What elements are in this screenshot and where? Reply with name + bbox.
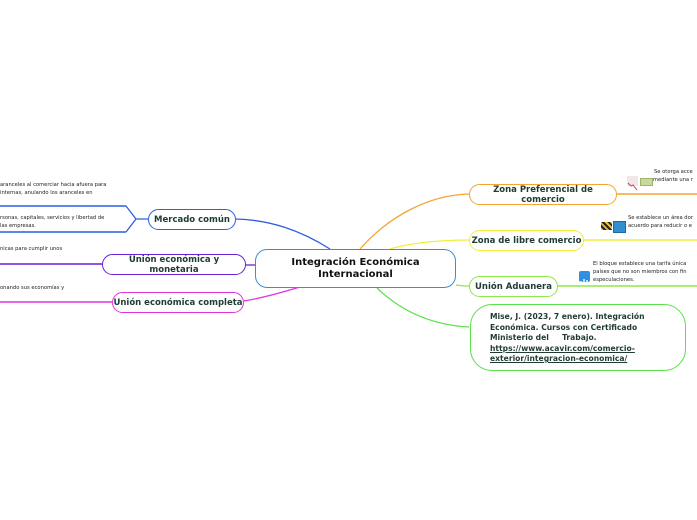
reference-note[interactable]: Mise, J. (2023, 7 enero). Integración Ec… (470, 304, 686, 371)
link-zona-preferencial (359, 193, 470, 250)
detail-zona-preferencial: Se otorga acce mediante una r (653, 169, 693, 183)
link-zona-libre (389, 239, 470, 250)
topic-label: Unión económica y monetaria (128, 254, 220, 275)
detail-union-completa: onando sus economías y (0, 285, 65, 291)
detail-mercado-comun-2: rsonas, capitales, servicios y libertad … (0, 215, 105, 229)
central-topic[interactable]: Integración Económica Internacional (255, 249, 456, 288)
topic-zona-preferencial[interactable]: Zona Preferencial de comercio (469, 184, 617, 205)
chart-icon (579, 271, 590, 284)
central-title-line2: Internacional (318, 268, 393, 280)
link-reference (376, 287, 470, 328)
topic-zona-libre[interactable]: Zona de libre comercio (469, 230, 584, 251)
reference-line2: Económica. Cursos con Certificado (490, 322, 638, 332)
topic-union-completa[interactable]: Unión económica completa (112, 292, 244, 313)
link-union-completa (243, 286, 301, 302)
topic-label: Mercado común (154, 214, 230, 225)
detail-zona-libre: Se establece un área dor acuerdo para re… (628, 215, 693, 229)
barrier-icon (601, 222, 612, 230)
topic-union-monetaria[interactable]: Unión económica y monetaria (102, 254, 246, 275)
topic-mercado-comun[interactable]: Mercado común (148, 209, 236, 230)
link-mercado-comun-branch (125, 205, 148, 233)
topic-union-aduanera[interactable]: Unión Aduanera (469, 276, 558, 297)
detail-union-aduanera: El bloque establece una tarifa única paí… (593, 261, 687, 283)
reference-line3: Ministerio del Trabajo. (490, 333, 597, 342)
reference-line1: Mise, J. (2023, 7 enero). Integración (490, 312, 645, 321)
reference-link-part2[interactable]: exterior/integracion-economica/ (490, 354, 628, 363)
topic-label: Unión económica completa (113, 297, 243, 308)
link-mercado-comun (235, 218, 331, 250)
topic-label: Zona Preferencial de comercio (493, 184, 593, 205)
money-icon (640, 178, 653, 186)
central-title-line1: Integración Económica (291, 256, 420, 268)
link-union-aduanera (455, 284, 470, 287)
topic-label: Zona de libre comercio (471, 235, 582, 246)
topic-label: Unión Aduanera (475, 281, 552, 292)
reference-link-part1[interactable]: https://www.acavir.com/comercio- (490, 343, 635, 353)
detail-mercado-comun-1: aranceles al comerciar hacia afuera para… (0, 182, 107, 196)
declining-chart-icon (627, 176, 638, 191)
detail-union-monetaria: nicas para cumplir unos (0, 246, 63, 252)
globe-icon (613, 221, 626, 233)
